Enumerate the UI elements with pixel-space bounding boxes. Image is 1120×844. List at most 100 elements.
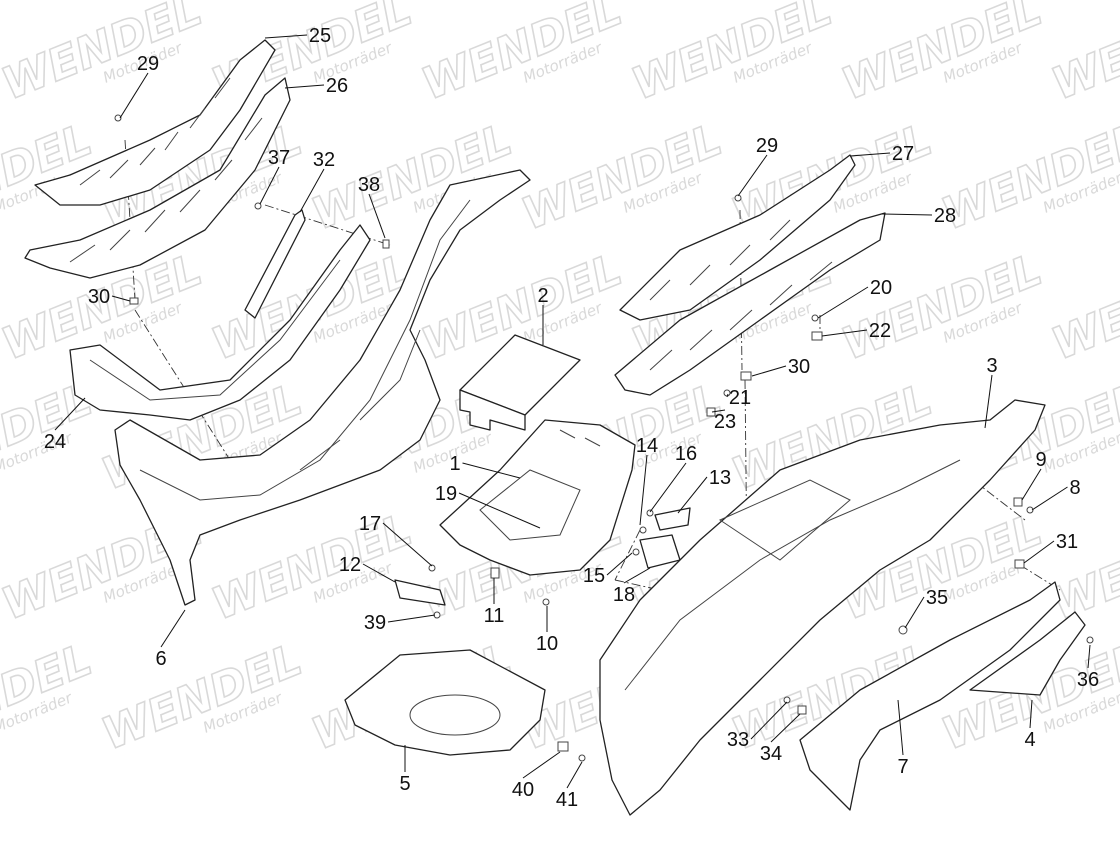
callout-leader (54, 397, 86, 431)
callout-label: 25 (309, 25, 331, 47)
callout-label: 5 (399, 773, 410, 795)
callout-leader (1029, 699, 1033, 729)
callout-label: 29 (756, 135, 778, 157)
center-frame-cover (114, 169, 531, 606)
callout-label: 36 (1077, 669, 1099, 691)
callout-label: 14 (636, 435, 658, 457)
callout-leader (770, 713, 801, 743)
footboard-left-lower (24, 77, 291, 279)
callout-label: 30 (788, 356, 810, 378)
callout-label: 15 (583, 565, 605, 587)
callout-leader (606, 552, 633, 576)
callout-label: 18 (613, 584, 635, 606)
bracket-12 (394, 579, 446, 606)
callout-leader (259, 166, 280, 205)
watermark-brand: WENDEL (1045, 504, 1120, 630)
callout-layer: 1234567891011121314151617181920212223242… (44, 25, 1099, 811)
callout-label: 41 (556, 789, 578, 811)
callout-leader (1087, 644, 1091, 669)
callout-leader (737, 154, 768, 197)
callout-leader (849, 152, 891, 157)
callout-label: 20 (870, 277, 892, 299)
callout-label: 16 (675, 443, 697, 465)
callout-leader (1031, 486, 1068, 511)
footboard-right-upper (619, 154, 856, 321)
callout-label: 9 (1035, 449, 1046, 471)
callout-label: 31 (1056, 531, 1078, 553)
callout-leader (984, 374, 993, 429)
callout-label: 39 (364, 612, 386, 634)
watermark-brand: WENDEL (1045, 244, 1120, 370)
callout-leader (362, 563, 396, 583)
callout-leader (711, 409, 726, 413)
callout-leader (639, 454, 648, 526)
callout-leader (382, 522, 433, 567)
callout-leader (264, 34, 308, 39)
callout-label: 2 (537, 285, 548, 307)
trim-strip (244, 209, 306, 319)
latch-13 (654, 507, 691, 531)
callout-label: 38 (358, 174, 380, 196)
callout-leader (750, 701, 788, 740)
callout-label: 32 (313, 149, 335, 171)
callout-label: 21 (729, 387, 751, 409)
callout-leader (368, 193, 386, 239)
callout-label: 33 (727, 729, 749, 751)
callout-leader (1021, 468, 1042, 501)
callout-label: 6 (155, 648, 166, 670)
callout-label: 19 (435, 483, 457, 505)
callout-leader (817, 286, 869, 319)
callout-label: 10 (536, 633, 558, 655)
callout-label: 22 (869, 320, 891, 342)
callout-leader (522, 751, 561, 779)
callout-leader (904, 596, 925, 629)
callout-leader (881, 213, 933, 216)
callout-leader (111, 295, 131, 302)
callout-label: 29 (137, 53, 159, 75)
callout-label: 4 (1024, 729, 1035, 751)
callout-leader (299, 168, 325, 213)
callout-label: 27 (892, 143, 914, 165)
callout-label: 8 (1069, 477, 1080, 499)
callout-label: 30 (88, 286, 110, 308)
callout-leader (751, 365, 787, 377)
callout-leader (623, 567, 651, 584)
callout-leader (1023, 540, 1055, 564)
callout-label: 23 (714, 411, 736, 433)
callout-leader (726, 393, 729, 398)
callout-label: 35 (926, 587, 948, 609)
storage-tray (344, 649, 546, 756)
callout-label: 7 (897, 756, 908, 778)
storage-lid (459, 334, 581, 431)
watermark-brand: WENDEL (1045, 0, 1120, 110)
callout-label: 1 (449, 453, 460, 475)
right-side-panel (599, 399, 1046, 816)
center-console (439, 419, 636, 576)
callout-leader (649, 462, 687, 513)
callout-leader (458, 492, 541, 529)
left-side-trim (69, 224, 371, 421)
callout-label: 24 (44, 431, 66, 453)
callout-label: 28 (934, 205, 956, 227)
callout-label: 34 (760, 743, 782, 765)
callout-label: 11 (484, 605, 505, 627)
callout-leader (284, 84, 325, 89)
callout-leader (566, 761, 583, 789)
callout-label: 13 (709, 467, 731, 489)
callout-leader (119, 72, 149, 119)
lower-right-panel (799, 581, 1061, 811)
callout-label: 40 (512, 779, 534, 801)
callout-label: 26 (326, 75, 348, 97)
callout-label: 37 (268, 147, 290, 169)
